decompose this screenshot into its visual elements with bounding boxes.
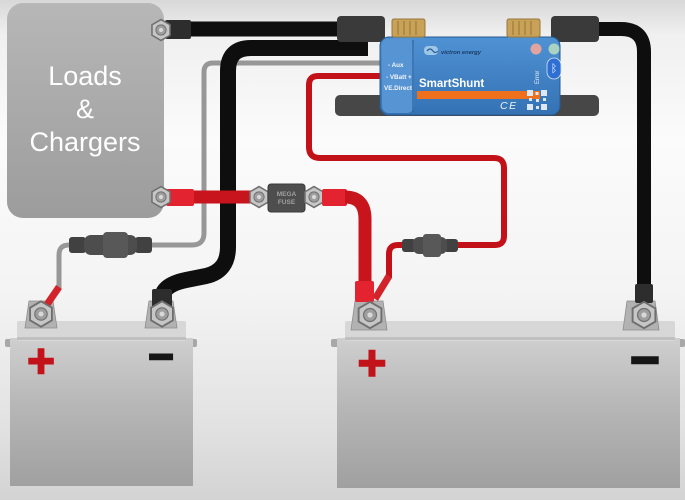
negative-cable-shunt-to-house-battery [551,16,653,303]
battery-body [10,338,193,486]
vbatt-inline-fuse [402,234,458,257]
house-battery-minus-terminal [631,300,657,330]
shunt-right-lug [551,16,599,42]
loads-box-negative-bolt [151,18,171,42]
smartshunt-port-panel [382,39,414,113]
vbatt-sense-wire [306,73,507,301]
cable-lug-red [166,189,194,206]
plus-symbol: + [27,336,55,389]
ce-mark: CE [500,100,518,112]
battery-top-cover [345,321,675,341]
mega-fuse-line1: MEGA [277,191,297,198]
port-label-vbatt: - VBatt + [386,74,412,81]
battery-cover-edge [345,337,675,340]
house-battery-plus-terminal [357,300,383,330]
model-name: SmartShunt [419,78,484,90]
port-label-vedirect: VE.Direct [384,85,413,92]
cable-lug [165,20,191,39]
loads-box-line1: Loads [48,61,122,91]
port-label-aux: - Aux [388,62,404,69]
shunt-terminal-bolt-right [506,18,541,38]
battery-body [337,338,680,488]
aux-wire-red-lug [43,285,62,308]
error-label: Error [535,71,541,84]
minus-symbol: − [148,333,174,382]
loads-box-line3: Chargers [29,127,140,157]
qr-code-icon [527,90,547,110]
fuse-nut [304,185,324,209]
bluetooth-icon: ᛒ [546,57,562,80]
mega-fuse-line2: FUSE [278,199,296,206]
bluetooth-led [548,43,560,55]
battery-cover-edge [17,337,186,340]
vbatt-wire-red-lug [372,274,392,301]
shunt-terminal-bolt-left [391,18,426,38]
bluetooth-glyph: ᛒ [551,63,558,75]
starter-battery-plus-terminal [29,300,53,328]
cable-lug-red [355,281,374,302]
orange-accent-bar [417,91,540,99]
house-battery: + − [331,321,685,488]
smartshunt-device: - Aux - VBatt + VE.Direct victron energy… [379,18,562,116]
negative-cable-starter-to-shunt [152,40,368,308]
plus-symbol: + [357,335,386,391]
loads-chargers-box: Loads & Chargers [7,3,164,218]
negative-cable-loads-to-shunt [165,16,385,42]
battery-top-cover [17,321,186,341]
victron-logo-icon [424,46,439,55]
aux-sense-wire [43,60,392,308]
loads-box-line2: & [76,94,94,124]
mega-fuse: MEGA FUSE [267,183,306,213]
error-led [530,43,542,55]
starter-battery: + − [5,321,197,486]
aux-inline-fuse [69,232,152,258]
positive-cable-loads-to-house-battery: MEGA FUSE [166,183,374,302]
fuse-nut [249,185,269,209]
minus-symbol: − [630,332,659,388]
cable-lug-red [322,189,347,206]
loads-box-positive-bolt [151,185,171,209]
starter-battery-minus-terminal [150,300,174,328]
shunt-left-lug [337,16,385,42]
cable-lug [635,284,653,303]
brand-text: victron energy [441,50,482,56]
